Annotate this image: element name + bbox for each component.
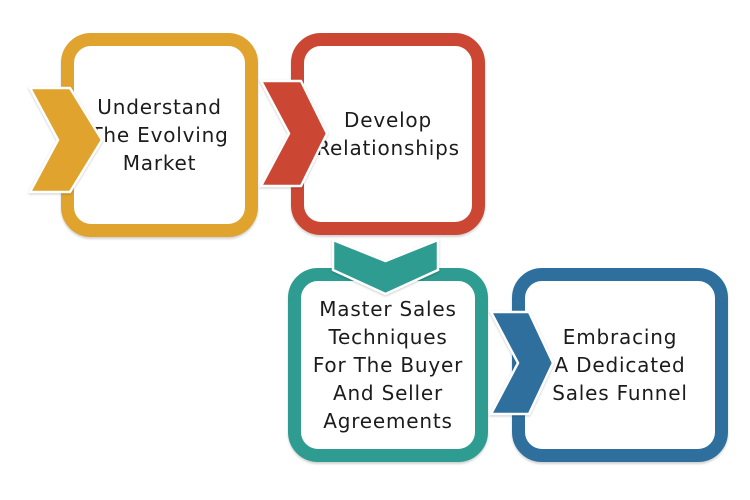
step-label-line: And Seller [332,381,444,405]
step-1-box: Understand The Evolving Market [61,33,258,237]
step-3-label: Master Sales Techniques For The Buyer An… [301,295,475,435]
step-label-line: Sales Funnel [552,381,688,405]
step-4-box: Embracing A Dedicated Sales Funnel [512,268,728,462]
step-2-box: Develop Relationships [291,33,485,235]
step-label-line: Develop [344,108,432,132]
step-4-label: Embracing A Dedicated Sales Funnel [525,323,715,407]
step-label-line: Techniques [328,325,448,349]
step-label-line: Relationships [316,136,460,160]
step-label-line: Master Sales [319,297,457,321]
step-label-line: Market [122,151,197,175]
step-label-line: Understand [97,95,222,119]
step-label-line: The Evolving [90,123,229,147]
step-2-label: Develop Relationships [304,106,472,162]
step-label-line: Agreements [323,409,453,433]
step-3-box: Master Sales Techniques For The Buyer An… [288,268,488,462]
step-label-line: Embracing [562,325,678,349]
step-1-label: Understand The Evolving Market [74,93,245,177]
step-label-line: A Dedicated [554,353,686,377]
step-label-line: For The Buyer [312,353,464,377]
